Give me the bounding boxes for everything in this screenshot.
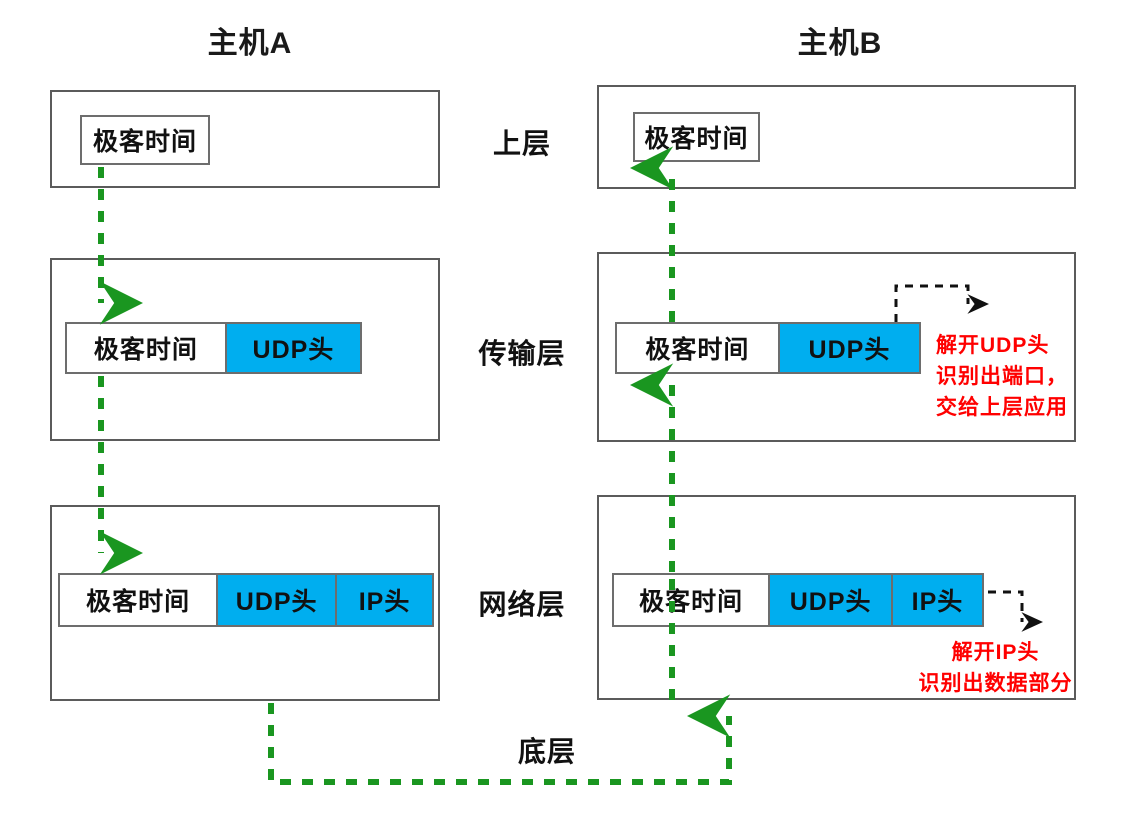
packet-cell-payload: 极客时间 <box>635 114 758 160</box>
layer-label-upper: 上层 <box>492 128 551 159</box>
note-line-2: 识别出数据部分 <box>918 672 1073 696</box>
note-line-1: 解开UDP头 <box>936 334 1050 357</box>
host-b-title: 主机B <box>797 27 883 60</box>
packet-cell-payload: 极客时间 <box>67 324 225 372</box>
packet-cell-udp-header: UDP头 <box>768 575 891 625</box>
layer-label-transport: 传输层 <box>478 338 566 369</box>
note-line-1: 解开IP头 <box>951 641 1040 664</box>
packet-cell-payload: 极客时间 <box>82 117 208 163</box>
host-a-upper-packet: 极客时间 <box>80 115 210 165</box>
note-line-2: 识别出端口， <box>936 365 1068 389</box>
host-a-network-packet: 极客时间 UDP头 IP头 <box>58 573 434 627</box>
transport-decapsulation-note: 解开UDP头 识别出端口， 交给上层应用 <box>936 330 1068 423</box>
note-line-3: 交给上层应用 <box>936 396 1068 420</box>
packet-cell-udp-header: UDP头 <box>777 324 919 372</box>
packet-cell-ip-header: IP头 <box>890 575 982 625</box>
host-a-title: 主机A <box>207 27 293 60</box>
network-decapsulation-note: 解开IP头 识别出数据部分 <box>913 637 1078 699</box>
layer-label-link: 底层 <box>517 736 576 767</box>
packet-cell-udp-header: UDP头 <box>216 575 336 625</box>
packet-cell-payload: 极客时间 <box>60 575 217 625</box>
host-a-transport-packet: 极客时间 UDP头 <box>65 322 362 374</box>
host-b-transport-packet: 极客时间 UDP头 <box>615 322 921 374</box>
packet-cell-payload: 极客时间 <box>617 324 778 372</box>
host-b-network-packet: 极客时间 UDP头 IP头 <box>612 573 984 627</box>
host-b-upper-packet: 极客时间 <box>633 112 760 162</box>
packet-cell-ip-header: IP头 <box>335 575 432 625</box>
packet-cell-udp-header: UDP头 <box>224 324 360 372</box>
packet-cell-payload: 极客时间 <box>614 575 769 625</box>
layer-label-network: 网络层 <box>478 589 566 620</box>
